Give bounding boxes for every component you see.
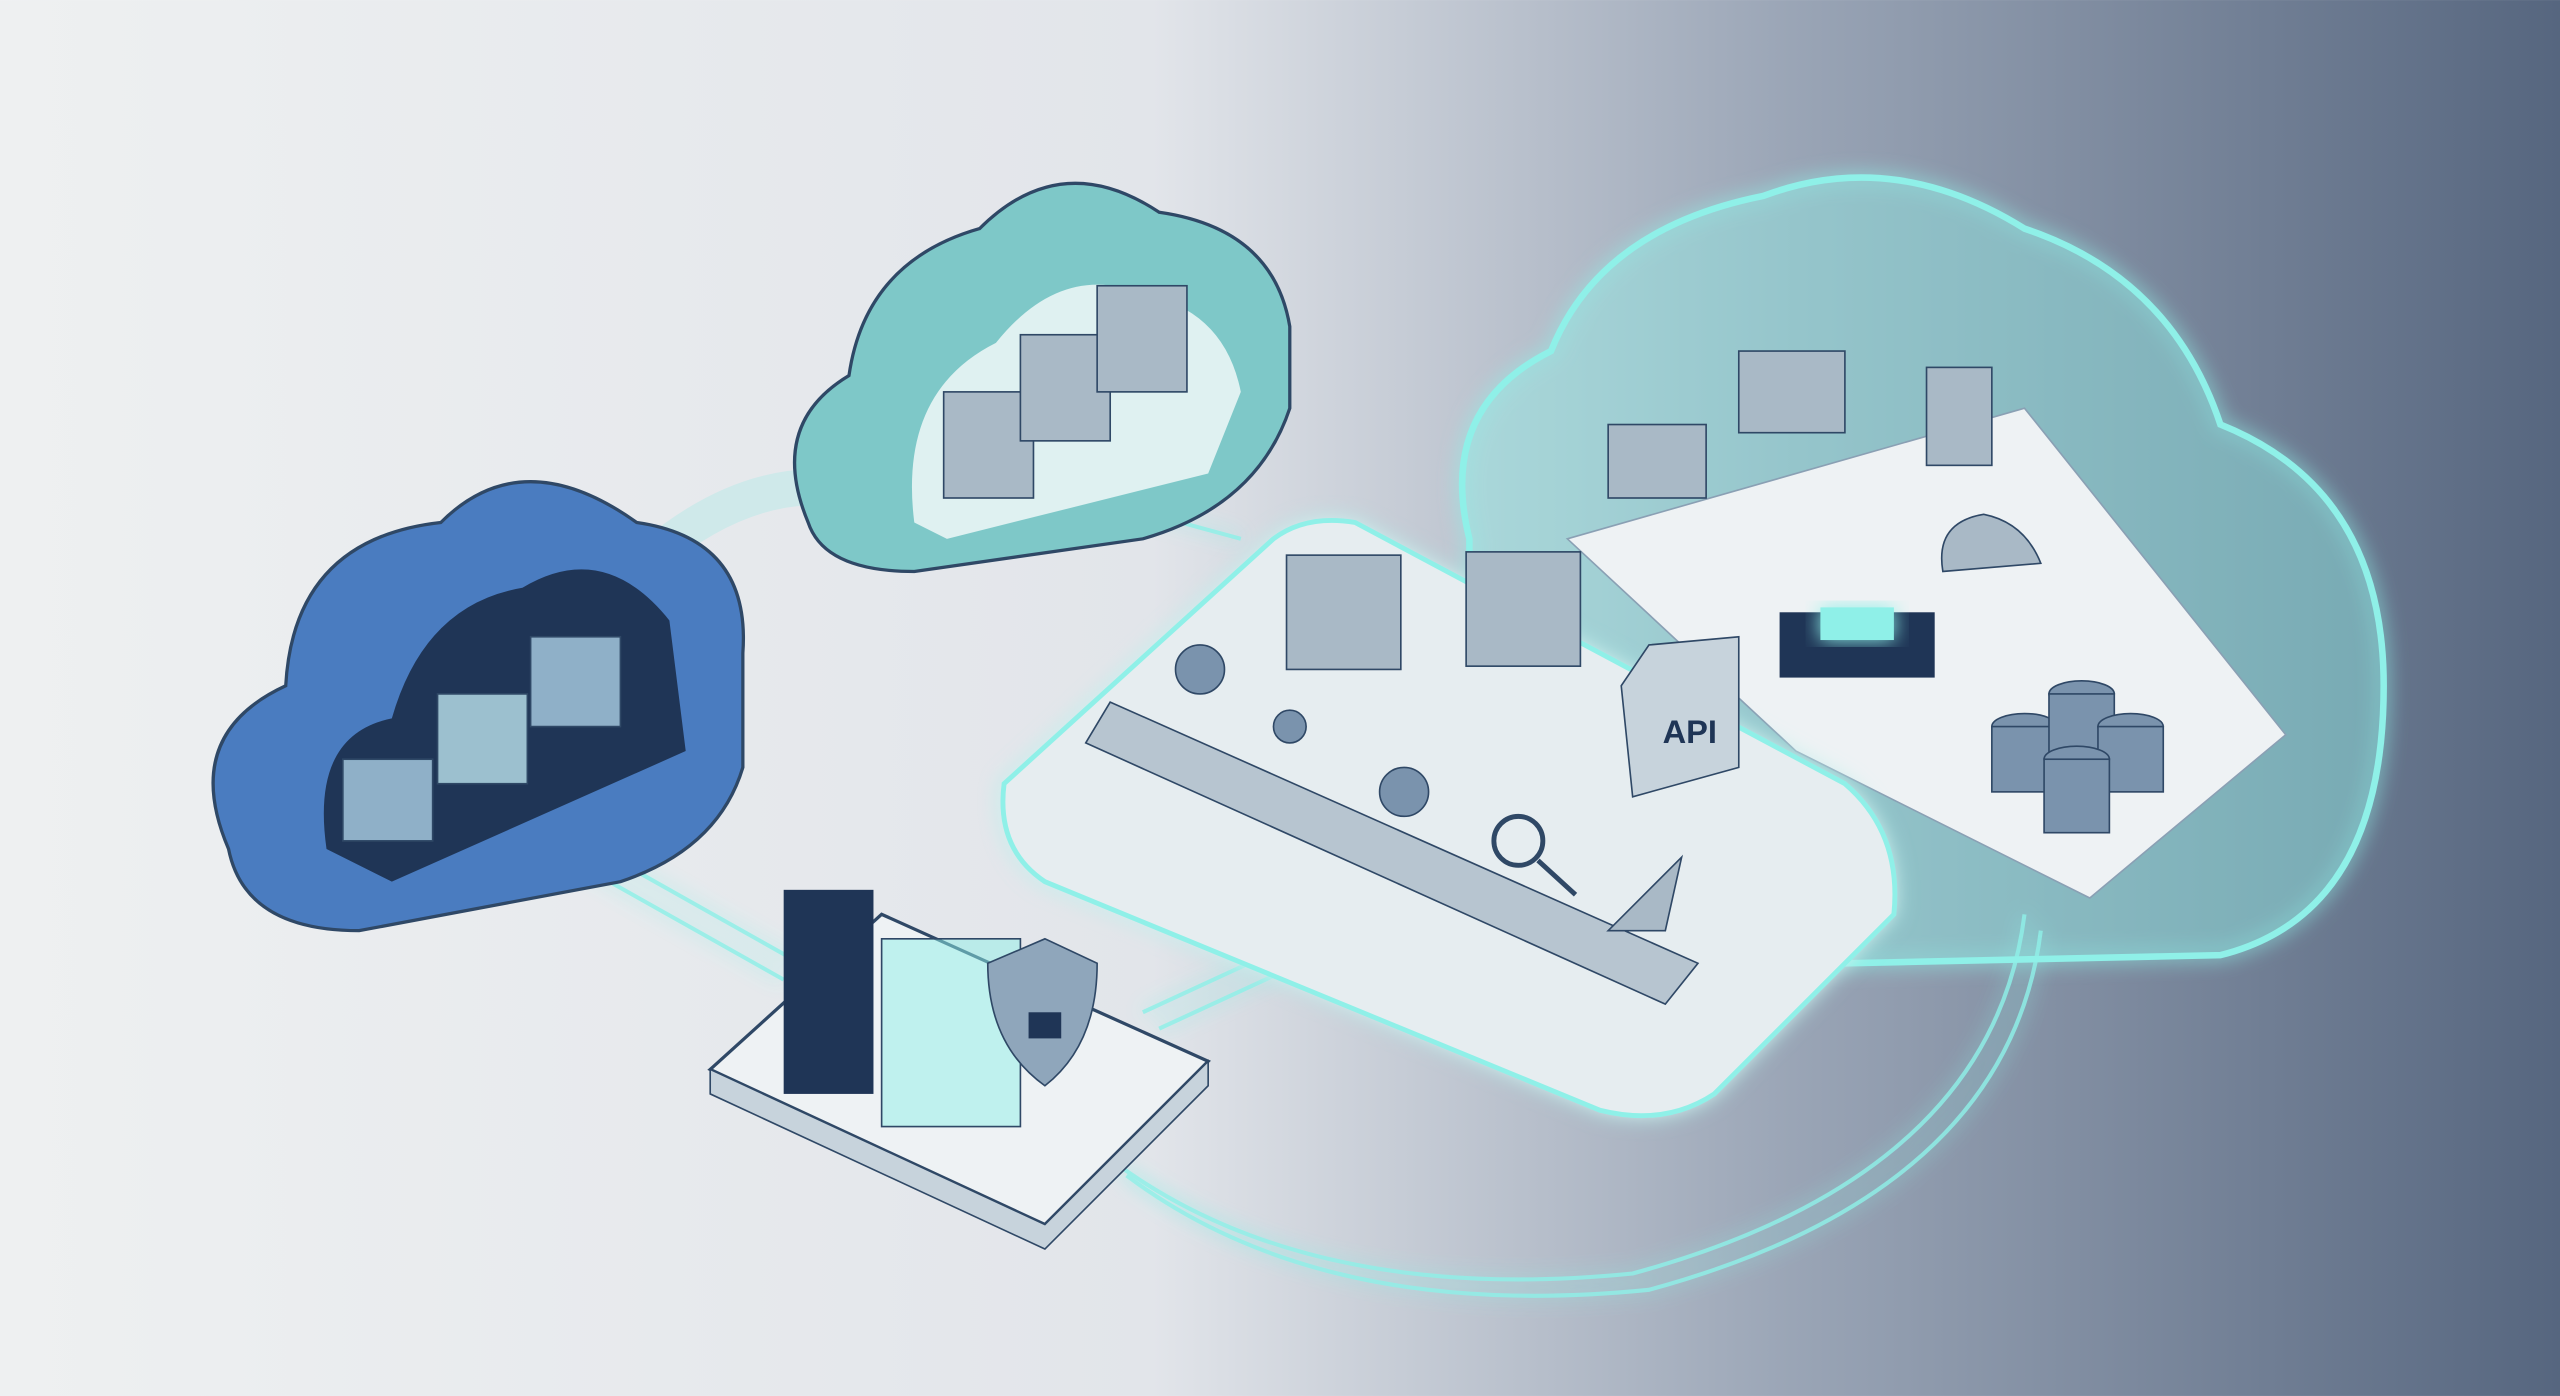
processing-box-icon	[1285, 554, 1402, 671]
server-box-icon	[436, 693, 529, 785]
blue-cloud	[211, 480, 746, 933]
teal-cloud	[792, 181, 1292, 574]
conveyor-belt	[1084, 701, 1700, 1006]
conveyor-platform: API	[1000, 518, 1898, 1119]
server-icon	[1737, 350, 1846, 434]
api-box: API	[1620, 635, 1740, 798]
server-box-icon	[342, 758, 434, 842]
network-switch-icon	[1925, 366, 1993, 467]
server-rack-icon	[1096, 284, 1188, 393]
server-box-icon	[529, 635, 622, 728]
security-platform	[707, 889, 1211, 1251]
api-label: API	[1663, 713, 1717, 750]
server-tower-icon	[783, 889, 874, 1094]
rocket-icon	[1606, 854, 1684, 932]
gear-icon	[1174, 644, 1430, 818]
server-icon	[1607, 423, 1707, 499]
processing-box-icon	[1465, 551, 1582, 667]
server-rack-icon	[1019, 333, 1112, 442]
small-cloud-icon	[1940, 513, 2042, 573]
database-icon	[1991, 680, 2165, 834]
server-rack-icon	[942, 391, 1035, 499]
magnifier-icon	[1491, 813, 1578, 897]
